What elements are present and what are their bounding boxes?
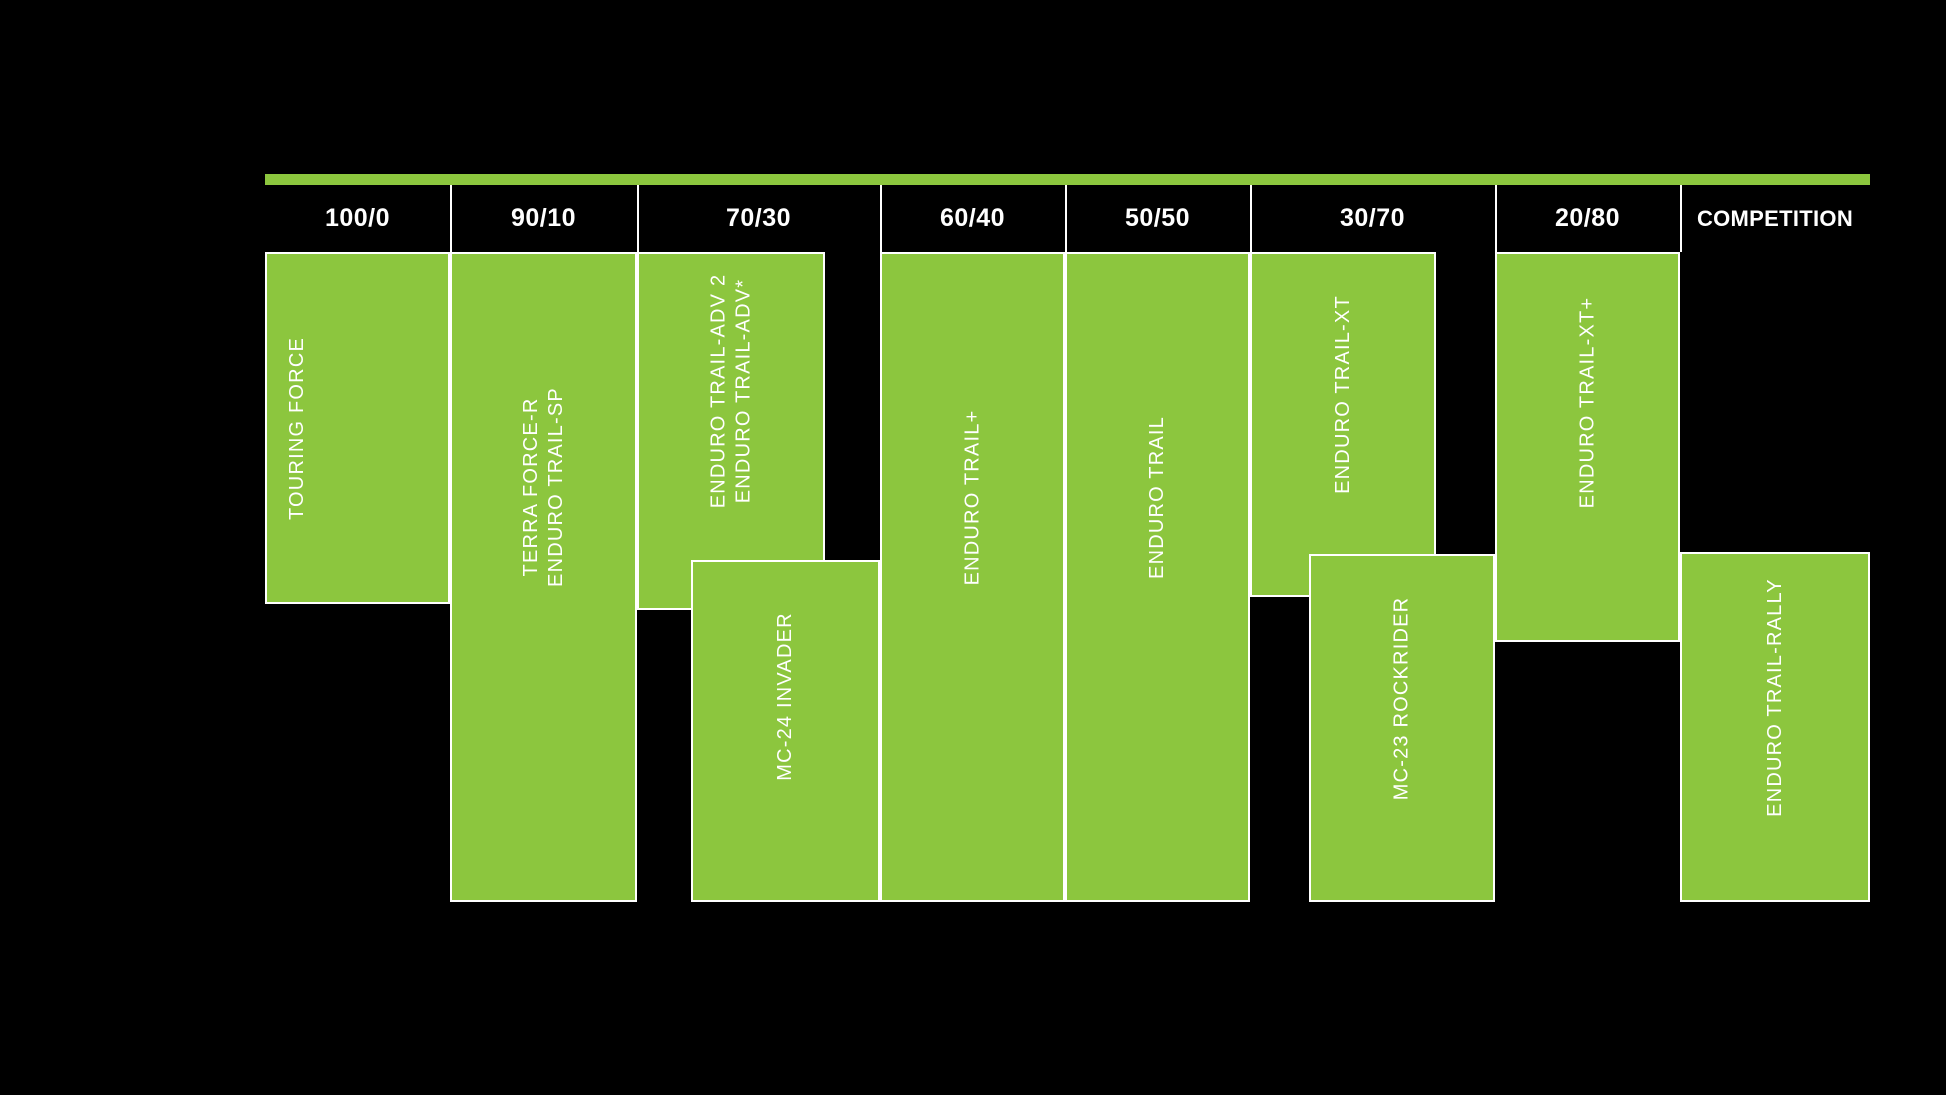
header-divider-2	[637, 185, 639, 252]
bar-enduro-trail-xt[interactable]: ENDURO TRAIL-XT	[1250, 252, 1436, 597]
header-cell-60-40[interactable]: 60/40	[939, 204, 1006, 232]
header-cell-70-30[interactable]: 70/30	[725, 204, 792, 232]
bar-enduro-trail[interactable]: ENDURO TRAIL	[1065, 252, 1250, 902]
bar-label-stack: ENDURO TRAIL-XT+	[1576, 296, 1599, 508]
header-cell-20-80[interactable]: 20/80	[1554, 204, 1621, 232]
ratio-header-band: 100/0 90/10 70/30 60/40 50/50 30/70 20/8…	[265, 185, 1870, 252]
top-accent-rule	[265, 174, 1870, 185]
header-divider-1	[450, 185, 452, 252]
bar-label-text: ENDURO TRAIL-RALLY	[1763, 577, 1786, 817]
bar-label-text: ENDURO TRAIL-ADV 2	[707, 273, 730, 509]
bar-mc-23-rockrider[interactable]: MC-23 ROCKRIDER	[1309, 554, 1495, 902]
bar-label-stack: ENDURO TRAIL-XT	[1332, 295, 1355, 494]
bar-enduro-trail-xt-plus[interactable]: ENDURO TRAIL-XT+	[1495, 252, 1680, 642]
bar-label-text: MC-24 INVADER	[774, 611, 796, 781]
bar-label-text: ENDURO TRAIL-XT	[1331, 295, 1354, 494]
bar-label-text: MC-23 ROCKRIDER	[1390, 596, 1413, 800]
bar-label-stack: ENDURO TRAIL+	[961, 409, 984, 585]
bar-label-stack: MC-24 INVADER	[774, 612, 797, 781]
bar-label-stack: TERRA FORCE-R ENDURO TRAIL-SP	[520, 387, 568, 587]
bar-label-text: TERRA FORCE-R	[519, 397, 542, 577]
bar-label-text-2: ENDURO TRAIL-SP	[544, 387, 567, 587]
plot-area: TOURING FORCE TERRA FORCE-R ENDURO TRAIL…	[265, 252, 1870, 902]
header-divider-3	[880, 185, 882, 252]
bar-touring-force[interactable]: TOURING FORCE	[265, 252, 450, 604]
header-divider-7	[1680, 185, 1682, 252]
bar-label-stack: TOURING FORCE	[286, 336, 429, 519]
bar-mc-24-invader[interactable]: MC-24 INVADER	[691, 560, 880, 902]
bar-label-text: TOURING FORCE	[286, 336, 309, 520]
bar-label-text: ENDURO TRAIL+	[960, 409, 983, 585]
bar-label-text-2: ENDURO TRAIL-ADV*	[732, 278, 755, 504]
bar-enduro-trail-rally[interactable]: ENDURO TRAIL-RALLY	[1680, 552, 1870, 902]
bar-label-text: ENDURO TRAIL-XT+	[1576, 296, 1598, 508]
header-divider-6	[1495, 185, 1497, 252]
bar-enduro-trail-plus[interactable]: ENDURO TRAIL+	[880, 252, 1065, 902]
bar-terra-force-r[interactable]: TERRA FORCE-R ENDURO TRAIL-SP	[450, 252, 637, 902]
header-cell-90-10[interactable]: 90/10	[510, 204, 577, 232]
bar-label-stack: MC-23 ROCKRIDER	[1391, 596, 1414, 800]
bar-label-stack: ENDURO TRAIL-RALLY	[1764, 578, 1787, 817]
header-divider-4	[1065, 185, 1067, 252]
header-cell-50-50[interactable]: 50/50	[1124, 204, 1191, 232]
header-cell-competition[interactable]: COMPETITION	[1696, 205, 1854, 231]
bar-label-stack: ENDURO TRAIL	[1146, 416, 1169, 579]
header-cell-30-70[interactable]: 30/70	[1339, 204, 1406, 232]
bar-label-stack: ENDURO TRAIL-ADV 2 ENDURO TRAIL-ADV*	[707, 274, 755, 509]
bar-label-text: ENDURO TRAIL	[1145, 415, 1168, 579]
bar-enduro-trail-adv[interactable]: ENDURO TRAIL-ADV 2 ENDURO TRAIL-ADV*	[637, 252, 825, 610]
header-cell-100-0[interactable]: 100/0	[324, 204, 391, 232]
header-divider-5	[1250, 185, 1252, 252]
